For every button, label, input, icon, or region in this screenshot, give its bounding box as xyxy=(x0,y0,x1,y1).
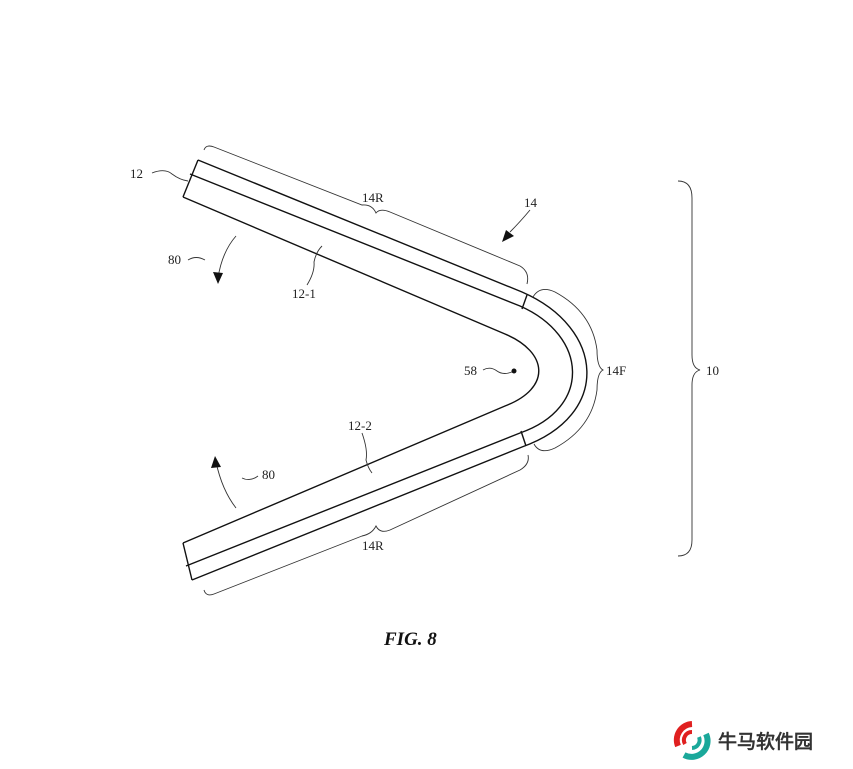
leader-12-2 xyxy=(361,432,373,474)
leader-14 xyxy=(509,209,531,233)
bottom-end xyxy=(182,542,193,581)
bend-axis-dot xyxy=(511,368,517,374)
leader-12 xyxy=(151,170,189,182)
top-end xyxy=(182,159,199,198)
watermark: 牛马软件园 xyxy=(672,720,813,760)
label-80-top: 80 xyxy=(168,252,181,267)
label-12-1: 12-1 xyxy=(292,286,316,301)
watermark-text: 牛马软件园 xyxy=(718,730,814,753)
leader-12-1 xyxy=(306,245,323,286)
outer-edge xyxy=(191,159,588,581)
figure-caption: FIG. 8 xyxy=(383,629,437,650)
leader-58 xyxy=(482,367,515,374)
label-12-2: 12-2 xyxy=(348,418,372,433)
arrowhead-80-top xyxy=(213,272,223,284)
arrowhead-80-bottom xyxy=(211,456,221,468)
label-14R-top: 14R xyxy=(362,190,384,205)
leader-80-bottom xyxy=(241,475,259,481)
watermark-logo-icon xyxy=(673,721,711,760)
arrowhead-14 xyxy=(502,230,514,242)
label-14R-bottom: 14R xyxy=(362,538,384,553)
label-80-bottom: 80 xyxy=(262,467,275,482)
rotation-arrow-bottom xyxy=(215,461,237,509)
label-58: 58 xyxy=(464,363,477,378)
rotation-arrow-top xyxy=(217,235,237,279)
middle-edge xyxy=(185,173,574,567)
separator-top xyxy=(521,294,528,310)
brace-14F xyxy=(532,288,605,452)
brace-10 xyxy=(677,180,701,557)
brace-14R-top xyxy=(203,145,529,285)
inner-edge xyxy=(182,196,540,544)
label-10: 10 xyxy=(706,363,719,378)
brace-14R-bottom xyxy=(203,454,529,596)
leader-80-top xyxy=(187,257,206,261)
separator-bottom xyxy=(520,430,527,447)
label-14F: 14F xyxy=(606,363,626,378)
label-12: 12 xyxy=(130,166,143,181)
label-14: 14 xyxy=(524,195,538,210)
